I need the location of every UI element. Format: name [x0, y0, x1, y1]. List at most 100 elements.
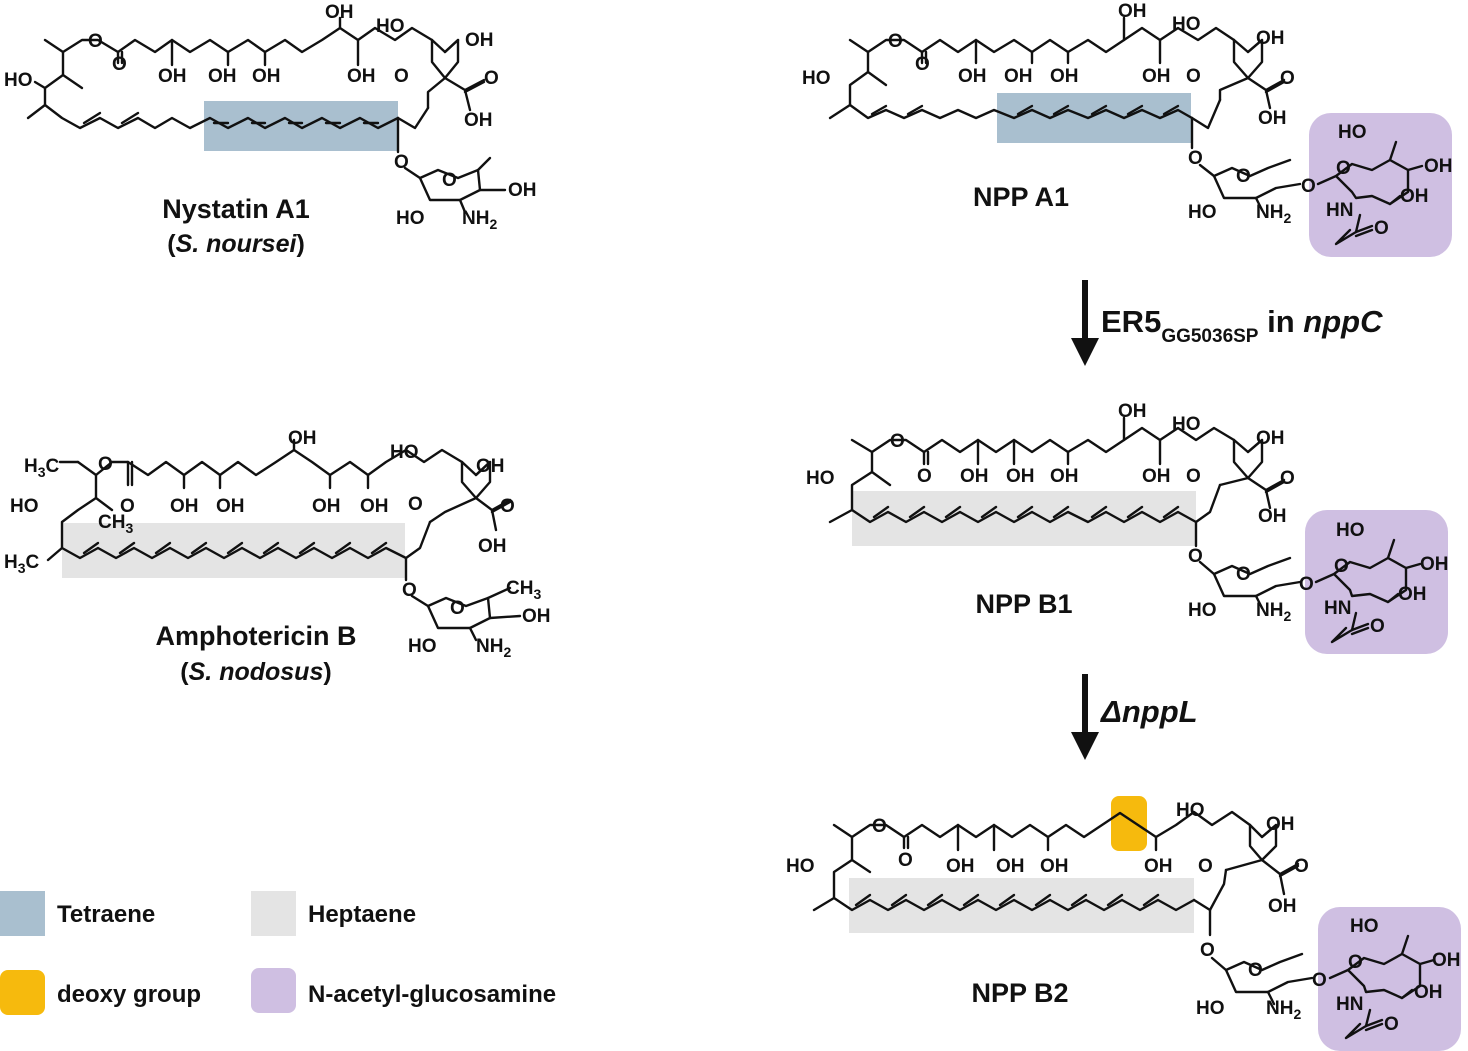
oh-label: OH	[1258, 506, 1287, 527]
carbonyl-oxygen-label: O	[1294, 856, 1309, 877]
ch3-label: CH3	[506, 578, 541, 602]
ho-label: HO	[1188, 202, 1217, 223]
ho-label: HO	[1336, 520, 1365, 541]
oh-label: OH	[252, 66, 281, 87]
organism-label: (S. nodosus)	[180, 658, 331, 686]
compound-name: Amphotericin B	[155, 621, 356, 651]
oh-label: OH	[208, 66, 237, 87]
ho-label: HO	[1196, 998, 1225, 1019]
nh2-label: NH2	[1266, 998, 1301, 1022]
legend-swatch-nag	[251, 968, 296, 1013]
legend-label: Tetraene	[57, 901, 155, 928]
carbonyl-oxygen-label: O	[120, 496, 135, 517]
legend-label: N-acetyl-glucosamine	[308, 981, 556, 1008]
nh2-label: NH2	[476, 636, 511, 660]
h3c-label: H3C	[4, 552, 40, 576]
oh-label: OH	[325, 2, 354, 23]
hn-label: HN	[1326, 200, 1353, 221]
nh2-label: NH2	[1256, 600, 1291, 624]
oh-label: OH	[347, 66, 376, 87]
tetraene-highlight	[204, 101, 398, 151]
oh-label: OH	[465, 30, 494, 51]
ho-label: HO	[10, 496, 39, 517]
nh2-label: NH2	[1256, 202, 1291, 226]
ho-label: HO	[396, 208, 425, 229]
legend-swatch-deoxy	[0, 970, 45, 1015]
step-arrow-1: ER5GG5036SP in nppC	[1071, 280, 1383, 366]
oh-label: OH	[958, 66, 987, 87]
heptaene-highlight	[852, 491, 1196, 546]
ring-oxygen-label: O	[872, 816, 887, 837]
hn-label: HN	[1336, 994, 1363, 1015]
compound-name: NPP A1	[973, 182, 1069, 212]
hn-label: HN	[1324, 598, 1351, 619]
ch3-label: CH3	[98, 512, 133, 536]
oh-label: OH	[1040, 856, 1069, 877]
oh-label: OH	[1424, 156, 1453, 177]
ring-oxygen-label: O	[408, 494, 423, 515]
oh-label: OH	[1256, 28, 1285, 49]
carbonyl-oxygen-label: O	[1374, 218, 1389, 239]
carbonyl-oxygen-label: O	[915, 54, 930, 75]
ho-label: HO	[4, 70, 33, 91]
ho-label: HO	[1172, 14, 1201, 35]
carbonyl-oxygen-label: O	[1280, 68, 1295, 89]
legend-label: deoxy group	[57, 981, 201, 1008]
legend-label: Heptaene	[308, 901, 416, 928]
oh-label: OH	[1256, 428, 1285, 449]
glycoside-oxygen-label: O	[1301, 176, 1316, 197]
glycoside-oxygen-label: O	[402, 580, 417, 601]
oh-label: OH	[1400, 186, 1429, 207]
oh-label: OH	[464, 110, 493, 131]
oh-label: OH	[508, 180, 537, 201]
ho-label: HO	[1338, 122, 1367, 143]
ho-label: HO	[390, 442, 419, 463]
legend-swatch-heptaene	[251, 891, 296, 936]
ring-oxygen-label: O	[1186, 466, 1201, 487]
oh-label: OH	[170, 496, 199, 517]
amphotericin-b-structure: OH HO OH H3C O O OH OH OH OH O HO O CH3 …	[4, 428, 551, 686]
step-2-label: ΔnppL	[1100, 694, 1198, 729]
legend: Tetraene Heptaene deoxy group N-acetyl-g…	[0, 891, 556, 1015]
ho-label: HO	[376, 16, 405, 37]
ring-oxygen-label: O	[450, 598, 465, 619]
oh-label: OH	[478, 536, 507, 557]
ring-oxygen-label: O	[1198, 856, 1213, 877]
glycoside-oxygen-label: O	[1200, 940, 1215, 961]
carbonyl-oxygen-label: O	[1384, 1014, 1399, 1035]
oh-label: OH	[360, 496, 389, 517]
ring-oxygen-label: O	[1336, 158, 1351, 179]
oh-label: OH	[1118, 401, 1147, 422]
compound-name: NPP B1	[975, 589, 1072, 619]
deoxy-highlight	[1111, 796, 1147, 851]
glycoside-oxygen-label: O	[394, 152, 409, 173]
oh-label: OH	[1142, 66, 1171, 87]
carbonyl-oxygen-label: O	[112, 54, 127, 75]
ho-label: HO	[806, 468, 835, 489]
ho-label: HO	[408, 636, 437, 657]
oh-label: OH	[1050, 466, 1079, 487]
glycoside-oxygen-label: O	[1299, 574, 1314, 595]
oh-label: OH	[216, 496, 245, 517]
ring-oxygen-label: O	[394, 66, 409, 87]
ho-label: HO	[1176, 800, 1205, 821]
ho-label: HO	[802, 68, 831, 89]
oh-label: OH	[476, 456, 505, 477]
ring-oxygen-label: O	[88, 31, 103, 52]
h3c-label: H3C	[24, 456, 60, 480]
oh-label: OH	[960, 466, 989, 487]
oh-label: OH	[1420, 554, 1449, 575]
oh-label: OH	[1414, 982, 1443, 1003]
glycoside-oxygen-label: O	[1188, 148, 1203, 169]
oh-label: OH	[1266, 814, 1295, 835]
ho-label: HO	[1172, 414, 1201, 435]
oh-label: OH	[1398, 584, 1427, 605]
oh-label: OH	[312, 496, 341, 517]
ring-oxygen-label: O	[98, 454, 113, 475]
ring-oxygen-label: O	[1186, 66, 1201, 87]
ho-label: HO	[1350, 916, 1379, 937]
oh-label: OH	[1142, 466, 1171, 487]
nag-highlight	[1309, 113, 1452, 257]
oh-label: OH	[1050, 66, 1079, 87]
nag-highlight	[1318, 907, 1461, 1051]
